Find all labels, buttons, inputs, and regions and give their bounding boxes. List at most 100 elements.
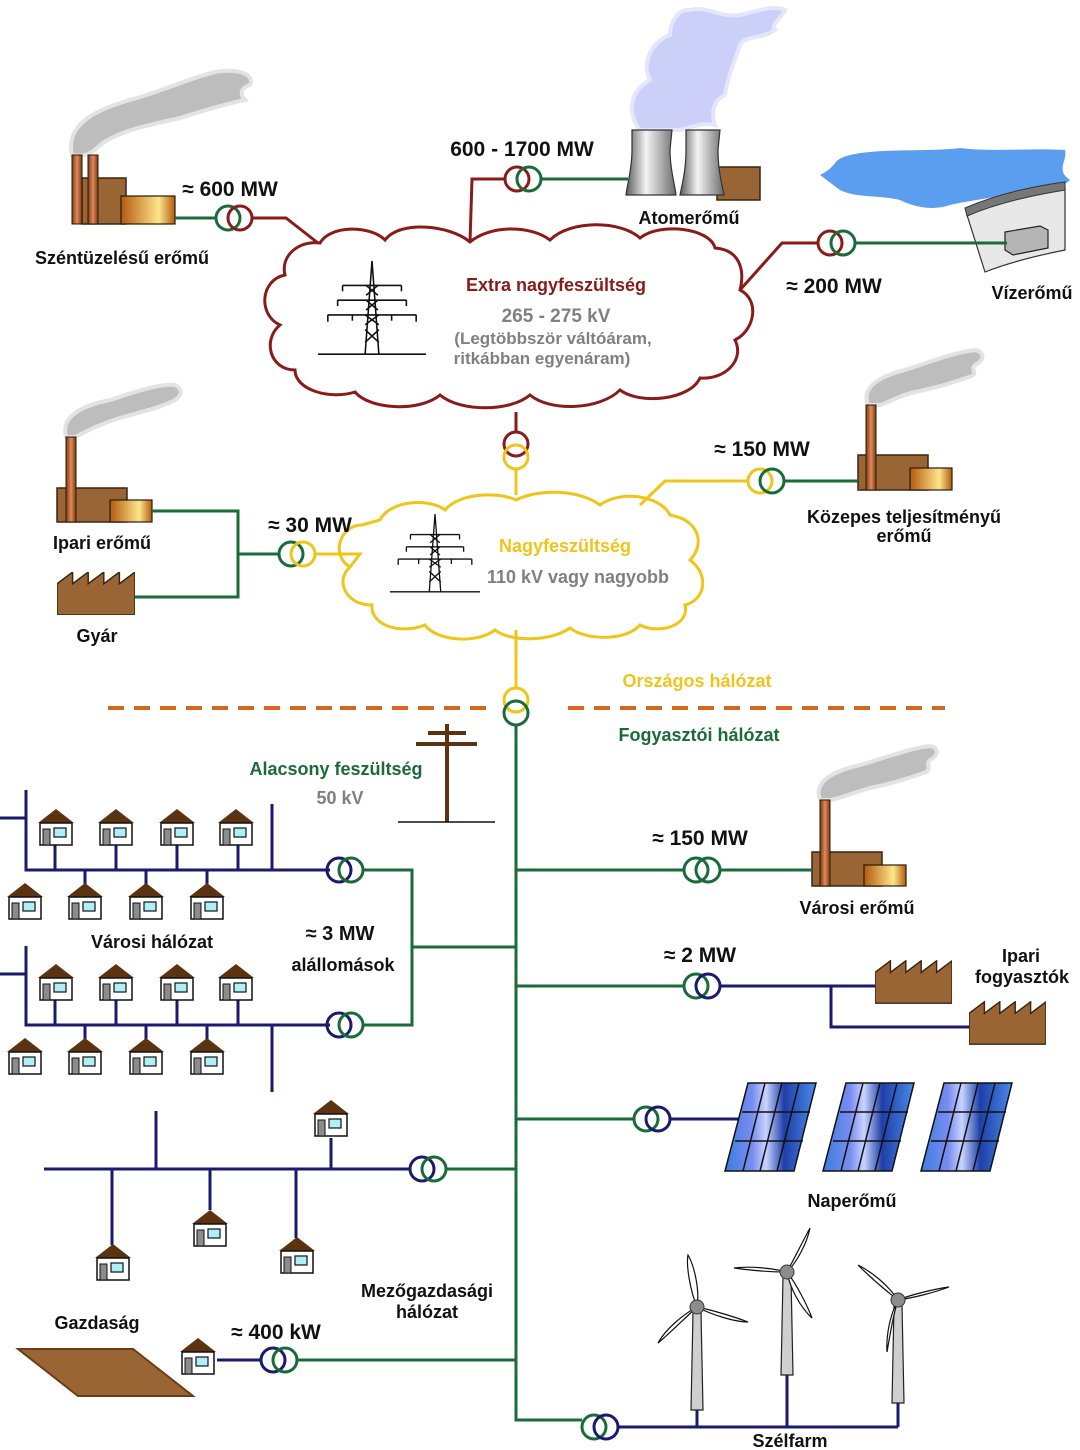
transformer-icon	[325, 856, 353, 884]
house-icon	[188, 882, 226, 920]
transformer-icon	[503, 165, 531, 193]
house-icon	[97, 963, 135, 1001]
ehv-voltage-range: 265 - 275 kV	[502, 306, 611, 327]
transformer-icon	[816, 229, 844, 257]
hydro-plant-power: ≈ 200 MW	[786, 275, 882, 298]
house-icon	[37, 808, 75, 846]
coal-plant-power: ≈ 600 MW	[182, 178, 278, 201]
smoke-icon	[63, 382, 183, 439]
house-icon	[217, 963, 255, 1001]
industrial-consumers-power: ≈ 2 MW	[664, 944, 736, 967]
house-icon	[278, 1236, 316, 1274]
industrial-plant-label: Ipari erőmű	[53, 533, 151, 553]
medium-power-plant	[857, 347, 985, 491]
national-grid-label: Országos hálózat	[622, 671, 771, 691]
medium-plant-power: ≈ 150 MW	[714, 438, 810, 461]
house-icon	[127, 1037, 165, 1075]
house-icon	[66, 1037, 104, 1075]
solar-panel-icon	[920, 1082, 1013, 1172]
transformer-icon	[682, 972, 710, 1000]
ehv-note-line2: ritkábban egyenáram)	[454, 349, 631, 368]
hv-voltage-range: 110 kV vagy nagyobb	[487, 567, 669, 587]
hydro-plant-label: Vízerőmű	[991, 283, 1072, 303]
house-icon	[217, 808, 255, 846]
house-icon	[6, 882, 44, 920]
house-icon	[158, 963, 196, 1001]
hv-title: Nagyfeszültség	[499, 536, 631, 556]
utility-pole-icon	[398, 724, 495, 823]
coal-plant-label: Széntüzelésű erőmű	[35, 248, 209, 268]
transformer-icon	[277, 540, 305, 568]
substation-label: alállomások	[291, 955, 395, 975]
wind-farm-label: Szélfarm	[752, 1431, 827, 1450]
industrial-consumers-label-line2: fogyasztók	[975, 967, 1070, 987]
solar-panel-icon	[822, 1082, 915, 1172]
smoke-icon	[816, 743, 939, 802]
house-icon	[312, 1099, 350, 1137]
transformer-icon	[682, 856, 710, 884]
wind-turbine-icon	[857, 1264, 950, 1404]
hydro-power-plant	[820, 148, 1070, 273]
solar-panels	[724, 1082, 1013, 1172]
house-icon	[37, 963, 75, 1001]
industrial-plant-power: ≈ 30 MW	[268, 514, 352, 537]
nuclear-plant-label: Atomerőmű	[638, 208, 739, 228]
medium-plant-label-line2: erőmű	[876, 526, 931, 546]
farm-network-label-line2: hálózat	[396, 1302, 458, 1322]
substation-power: ≈ 3 MW	[306, 923, 375, 945]
house-icon	[127, 882, 165, 920]
factory-icon	[57, 572, 135, 615]
consumer-grid-label: Fogyasztói hálózat	[618, 725, 779, 745]
industrial-power-plant	[56, 382, 183, 523]
city-network	[0, 790, 330, 1092]
transformer-icon	[746, 467, 774, 495]
transformer-icon	[502, 686, 530, 714]
solar-panel-icon	[724, 1082, 817, 1172]
house-icon	[191, 1209, 229, 1247]
transformer-icon	[214, 204, 242, 232]
transformer-icon	[325, 1011, 353, 1039]
nuclear-power-plant	[625, 5, 788, 201]
factory-label: Gyár	[76, 626, 117, 646]
transformer-icon	[502, 430, 530, 458]
extra-high-voltage-cloud	[263, 223, 755, 410]
solar-label: Naperőmű	[807, 1191, 896, 1211]
house-icon	[188, 1037, 226, 1075]
smoke-icon	[68, 68, 253, 158]
transformer-icon	[408, 1155, 436, 1183]
nuclear-plant-power: 600 - 1700 MW	[450, 138, 594, 161]
coal-power-plant	[68, 68, 253, 225]
house-icon	[6, 1037, 44, 1075]
transformer-icon	[632, 1105, 660, 1133]
transformer-icon	[259, 1346, 287, 1374]
wind-turbine-icon	[657, 1253, 749, 1411]
house-icon	[158, 808, 196, 846]
factory-icon	[969, 1001, 1046, 1045]
industrial-consumers-label-line1: Ipari	[1002, 946, 1040, 966]
steam-icon	[629, 5, 788, 132]
ehv-title: Extra nagyfeszültség	[466, 275, 646, 295]
city-network-label: Városi hálózat	[91, 932, 213, 952]
city-plant-label: Városi erőmű	[799, 898, 914, 918]
smoke-icon	[864, 347, 985, 407]
farm-network	[44, 1111, 410, 1245]
consumer-trunk-line	[514, 725, 582, 1422]
house-icon	[179, 1337, 217, 1375]
farm-network-label-line1: Mezőgazdasági	[361, 1281, 493, 1301]
house-icon	[97, 808, 135, 846]
wind-turbine-icon	[733, 1227, 813, 1376]
transformer-icon	[580, 1413, 608, 1441]
farm-field-icon	[15, 1348, 196, 1397]
farm-label: Gazdaság	[54, 1313, 139, 1333]
ehv-note-line1: (Legtöbbször váltóáram,	[454, 329, 651, 348]
medium-plant-label-line1: Közepes teljesítményű	[807, 507, 1001, 527]
low-voltage-title: Alacsony feszültség	[249, 759, 422, 779]
low-voltage-range: 50 kV	[316, 788, 363, 808]
city-power-plant	[811, 743, 939, 887]
house-icon	[66, 882, 104, 920]
city-plant-power: ≈ 150 MW	[652, 827, 748, 850]
house-icon	[94, 1243, 132, 1281]
high-voltage-cloud	[337, 490, 705, 641]
factory-icon	[875, 960, 952, 1004]
